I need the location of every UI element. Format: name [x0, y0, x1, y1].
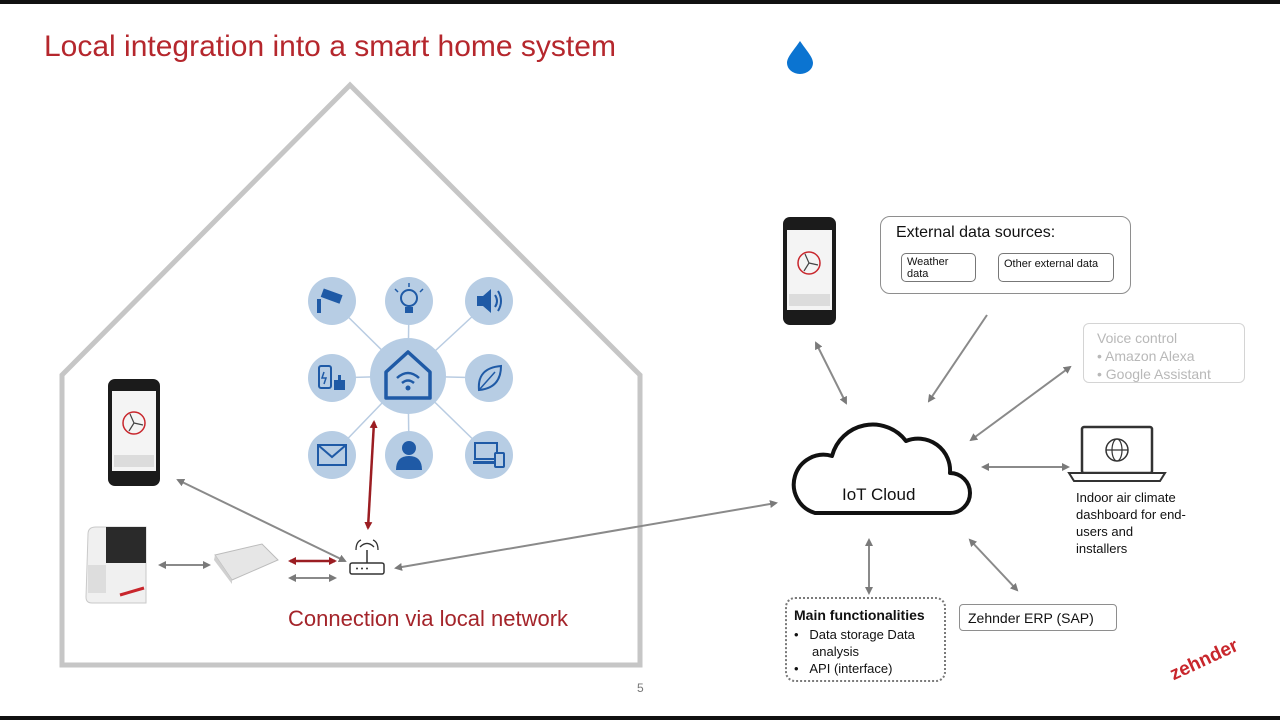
laptop-image — [1067, 425, 1167, 482]
main-functionalities-title: Main functionalities — [794, 607, 925, 623]
voice-item-google: • Google Assistant — [1097, 366, 1211, 382]
voice-item-google-label: Google Assistant — [1105, 366, 1211, 382]
page-number: 5 — [637, 681, 644, 695]
dashboard-description: Indoor air climate dashboard for end-use… — [1076, 490, 1186, 556]
arrow-phone-cloud — [815, 341, 847, 405]
house-outline — [59, 81, 643, 668]
security-camera-icon — [308, 277, 356, 325]
voice-control-box — [1083, 323, 1245, 383]
erp-box — [959, 604, 1117, 631]
voice-control-title: Voice control — [1097, 330, 1178, 346]
bottom-border — [0, 716, 1280, 720]
erp-label: Zehnder ERP (SAP) — [968, 610, 1094, 626]
speaker-icon — [465, 277, 513, 325]
functionality-item-data: • Data storage Data analysis — [794, 627, 915, 659]
external-sources-box — [880, 216, 1131, 294]
arrow-voice-cloud — [969, 365, 1072, 442]
weather-data-box: Weather data — [901, 253, 976, 282]
connection-label: Connection via local network — [288, 606, 569, 631]
slide-title: Local integration into a smart home syst… — [44, 30, 616, 63]
light-bulb-icon — [385, 277, 433, 325]
arrow-hub-router-red — [364, 420, 378, 530]
smart-home-wifi-icon — [370, 338, 446, 414]
functionality-item-api: • API (interface) — [794, 661, 893, 676]
router-image — [349, 539, 385, 575]
iot-cloud-label: IoT Cloud — [842, 485, 916, 504]
mail-icon — [308, 431, 356, 479]
voice-item-alexa: • Amazon Alexa — [1097, 348, 1195, 364]
external-sources-title: External data sources: — [896, 224, 1056, 241]
other-external-data-box: Other external data — [998, 253, 1114, 282]
arrow-router-phone — [176, 479, 347, 562]
main-functionalities-box — [785, 597, 946, 682]
devices-icon — [465, 431, 513, 479]
phone-remote-image — [783, 217, 836, 325]
arrow-router-cloud — [394, 500, 778, 571]
functionality-item-data-label: Data storage Data analysis — [809, 627, 915, 659]
top-border — [0, 0, 1280, 4]
voice-item-alexa-label: Amazon Alexa — [1105, 348, 1195, 364]
gateway-module-image — [214, 543, 279, 584]
iot-cloud-shape — [791, 422, 972, 515]
arrow-external-cloud — [927, 314, 988, 403]
water-drop-icon — [787, 41, 813, 74]
ventilation-unit-image — [85, 526, 147, 604]
phone-local-image — [108, 379, 160, 486]
battery-thumbs-up-icon — [308, 354, 356, 402]
functionality-item-api-label: API (interface) — [809, 661, 893, 676]
arrow-cloud-erp — [968, 538, 1019, 592]
user-icon — [385, 431, 433, 479]
leaf-icon — [465, 354, 513, 402]
